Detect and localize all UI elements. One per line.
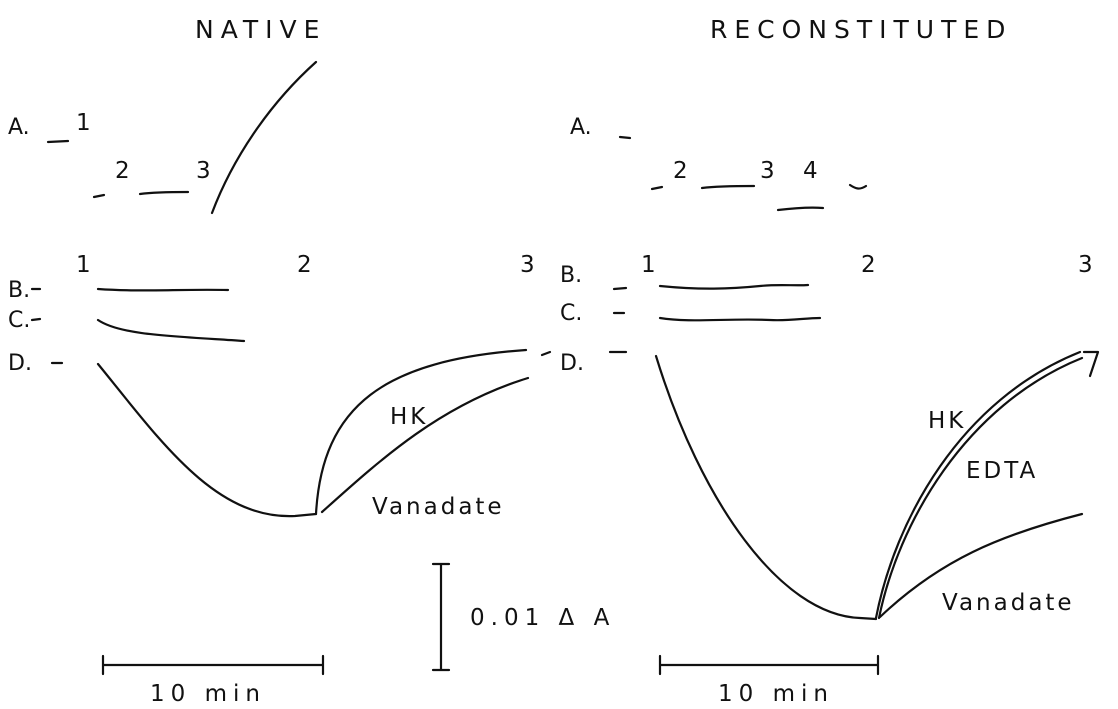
reconstituted-panel: RECONSTITUTED A. B. C. D. 2 3 4 1 2 3 HK… xyxy=(560,15,1100,707)
native-c-trace xyxy=(96,318,246,343)
reconstituted-a-trace-3 xyxy=(700,184,756,190)
native-arrow-mark xyxy=(540,350,552,357)
reconstituted-bcd-number-2: 2 xyxy=(861,252,876,278)
native-a-trace-2 xyxy=(92,193,106,199)
native-row-label-a: A. xyxy=(8,115,30,140)
native-row-label-c: C. xyxy=(8,308,30,333)
reconstituted-row-label-a: A. xyxy=(570,115,592,140)
reconstituted-b-marker xyxy=(612,286,628,291)
absorbance-scale: 0.01 Δ A xyxy=(431,562,615,672)
native-a-number-1: 1 xyxy=(76,110,91,136)
reconstituted-a-trace-5 xyxy=(848,183,868,190)
native-bcd-number-2: 2 xyxy=(297,252,312,278)
native-panel: NATIVE A. B. C. D. 1 2 3 1 2 3 HK Vanada… xyxy=(8,15,552,707)
native-bcd-number-3: 3 xyxy=(520,252,535,278)
native-a-baseline-trace xyxy=(46,139,70,144)
absorbance-scale-bar xyxy=(431,562,451,672)
reconstituted-a-baseline-trace xyxy=(618,135,632,140)
native-a-trace-rising xyxy=(210,60,318,215)
native-row-label-b: B. xyxy=(8,278,30,303)
native-row-label-d: D. xyxy=(8,351,32,376)
absorbance-scale-label: 0.01 Δ A xyxy=(470,605,615,631)
reconstituted-a-number-2: 2 xyxy=(673,158,688,184)
reconstituted-bcd-number-3: 3 xyxy=(1078,252,1093,278)
native-hk-recovery-trace xyxy=(314,348,528,516)
native-title: NATIVE xyxy=(195,15,326,44)
native-hk-label: HK xyxy=(390,404,428,430)
reconstituted-bcd-number-1: 1 xyxy=(641,252,656,278)
reconstituted-edta-recovery-trace xyxy=(877,356,1084,620)
reconstituted-vanadate-recovery-trace xyxy=(878,512,1084,619)
reconstituted-row-label-c: C. xyxy=(560,301,582,326)
reconstituted-b-trace xyxy=(658,283,810,290)
reconstituted-arrow-mark xyxy=(1082,350,1100,378)
native-a-number-2: 2 xyxy=(115,158,130,184)
reconstituted-vanadate-label: Vanadate xyxy=(942,590,1075,616)
reconstituted-a-number-3: 3 xyxy=(760,158,775,184)
native-a-trace-3 xyxy=(138,190,190,196)
reconstituted-time-scale-label: 10 min xyxy=(718,681,834,707)
native-bcd-number-1: 1 xyxy=(76,252,91,278)
reconstituted-d-descending-trace xyxy=(654,354,878,621)
native-c-marker xyxy=(30,317,42,322)
reconstituted-title: RECONSTITUTED xyxy=(710,15,1012,44)
reconstituted-c-trace xyxy=(658,316,822,322)
native-vanadate-label: Vanadate xyxy=(372,494,505,520)
native-vanadate-recovery-trace xyxy=(320,376,530,514)
reconstituted-time-scale-bar xyxy=(658,654,880,676)
reconstituted-edta-label: EDTA xyxy=(966,458,1038,484)
reconstituted-a-trace-2 xyxy=(650,185,664,191)
native-time-scale-label: 10 min xyxy=(150,681,266,707)
reconstituted-a-trace-4 xyxy=(776,206,825,212)
native-d-descending-trace xyxy=(96,362,318,518)
reconstituted-row-label-d: D. xyxy=(560,351,584,376)
native-b-trace xyxy=(96,287,230,292)
reconstituted-hk-label: HK xyxy=(928,408,966,434)
reconstituted-hk-recovery-trace xyxy=(874,350,1082,620)
native-a-number-3: 3 xyxy=(196,158,211,184)
reconstituted-a-number-4: 4 xyxy=(803,158,818,184)
reconstituted-row-label-b: B. xyxy=(560,263,582,288)
native-time-scale-bar xyxy=(101,654,325,676)
